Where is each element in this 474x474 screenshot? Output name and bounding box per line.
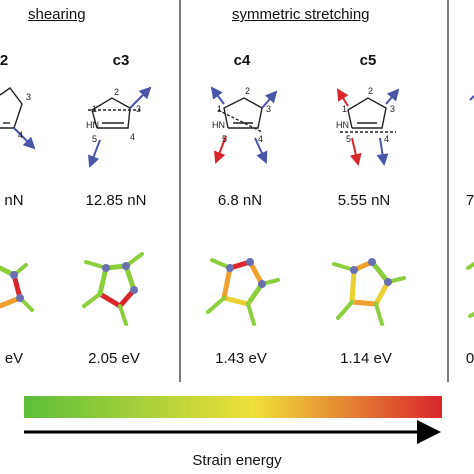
atom-label-c3-4: 4 <box>130 132 135 142</box>
atom-label-c3-5: 5 <box>92 134 97 144</box>
atom-label-c5-1: 1 <box>342 104 347 114</box>
header-symmetric-stretching: symmetric stretching <box>232 6 370 23</box>
ring-schematic-c4 <box>210 86 278 164</box>
force-value-c4: 6.8 nN <box>217 192 263 209</box>
molecule-model-c2 <box>0 263 34 312</box>
strain-energy-colorbar <box>24 396 442 418</box>
atom-label-c2-4: 4 <box>18 130 23 140</box>
energy-value-c5: 1.14 eV <box>340 350 392 367</box>
ring-schematic-c3 <box>87 86 152 168</box>
molecule-model-c4 <box>206 258 280 326</box>
arrow-c6-partial <box>469 95 474 101</box>
atom-label-c2-3: 3 <box>26 92 31 102</box>
energy-value-c2: eV <box>4 350 24 367</box>
energy-value-c3: 2.05 eV <box>88 350 140 367</box>
energy-value-c4: 1.43 eV <box>215 350 267 367</box>
molecule-model-c5 <box>332 258 406 326</box>
molecule-model-c6-partial <box>466 262 474 318</box>
atom-label-c5-2: 2 <box>368 86 373 96</box>
atom-label-c4-1: 1 <box>217 104 222 114</box>
atom-label-c5-hn: HN <box>336 120 349 130</box>
atom-label-c3-2: 2 <box>114 87 119 97</box>
molecule-model-c3 <box>82 252 144 326</box>
column-label-c3: c3 <box>112 52 130 69</box>
column-label-c2: 2 <box>0 52 9 69</box>
atom-label-c3-3: 3 <box>136 104 141 114</box>
atom-label-c5-3: 3 <box>390 104 395 114</box>
strain-energy-label: Strain energy <box>192 452 282 469</box>
atom-label-c4-3: 3 <box>266 104 271 114</box>
force-value-c5: 5.55 nN <box>337 192 391 209</box>
atom-label-c3-1: 1 <box>92 104 97 114</box>
force-value-c2: nN <box>4 192 24 209</box>
atom-label-c3-hn: HN <box>86 120 99 130</box>
atom-label-c4-2: 2 <box>245 86 250 96</box>
atom-label-c4-4: 4 <box>258 134 263 144</box>
atom-label-c4-5: 5 <box>222 134 227 144</box>
ring-schematic-c2 <box>0 87 36 150</box>
atom-label-c5-5: 5 <box>346 134 351 144</box>
column-label-c4: c4 <box>233 52 251 69</box>
atom-label-c4-hn: HN <box>212 120 225 130</box>
force-value-c6: 7 <box>465 192 474 209</box>
atom-label-c5-4: 4 <box>384 134 389 144</box>
ring-schematic-c5 <box>336 88 400 166</box>
header-shearing: shearing <box>28 6 86 23</box>
column-label-c5: c5 <box>359 52 377 69</box>
force-value-c3: 12.85 nN <box>85 192 147 209</box>
energy-value-c6: 0 <box>465 350 474 367</box>
